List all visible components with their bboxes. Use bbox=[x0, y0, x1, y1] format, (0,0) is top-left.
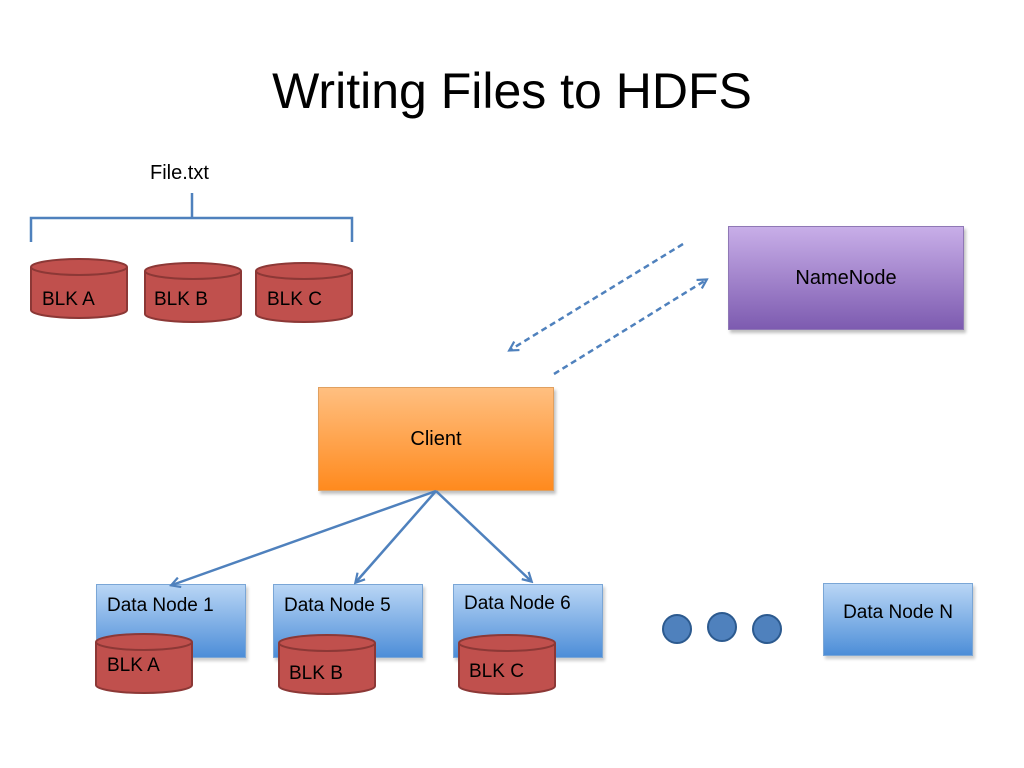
datanode-1-label: Data Node 1 bbox=[107, 595, 214, 616]
datanode-6-block-cylinder: BLK C bbox=[458, 634, 556, 695]
ellipsis-dot bbox=[662, 614, 692, 644]
file-block-a-cylinder: BLK A bbox=[30, 258, 128, 319]
datanode-1-block-label: BLK A bbox=[107, 655, 160, 676]
file-block-a-label: BLK A bbox=[42, 289, 95, 310]
namenode-box: NameNode bbox=[728, 226, 964, 330]
client-to-datanode-6-arrow bbox=[435, 490, 531, 581]
ellipsis-dot bbox=[752, 614, 782, 644]
ellipsis-dots bbox=[662, 612, 782, 644]
slide-title: Writing Files to HDFS bbox=[272, 63, 752, 119]
datanode-5-block-label: BLK B bbox=[289, 663, 343, 684]
datanode-5-label: Data Node 5 bbox=[284, 595, 391, 616]
namenode-to-client-arrow bbox=[510, 242, 684, 350]
file-block-c-label: BLK C bbox=[267, 289, 322, 310]
client-label: Client bbox=[410, 427, 462, 450]
datanode-1-block-cylinder: BLK A bbox=[95, 633, 193, 694]
file-block-c-cylinder: BLK C bbox=[255, 262, 353, 323]
file-label: File.txt bbox=[150, 162, 209, 184]
datanode-6-label: Data Node 6 bbox=[464, 593, 571, 614]
file-bracket bbox=[29, 193, 354, 242]
ellipsis-dot bbox=[707, 612, 737, 642]
client-to-datanode-5-arrow bbox=[356, 490, 437, 582]
file-block-b-cylinder: BLK B bbox=[144, 262, 242, 323]
file-block-b-label: BLK B bbox=[154, 289, 208, 310]
namenode-label: NameNode bbox=[795, 267, 897, 289]
client-box: Client bbox=[318, 387, 554, 491]
datanode-n-box: Data Node N bbox=[823, 583, 973, 656]
datanode-n-label: Data Node N bbox=[843, 602, 953, 623]
client-to-namenode-arrow bbox=[553, 280, 706, 376]
datanode-6-block-label: BLK C bbox=[469, 661, 524, 682]
datanode-5-block-cylinder: BLK B bbox=[278, 634, 376, 695]
client-to-datanode-1-arrow bbox=[172, 489, 437, 585]
